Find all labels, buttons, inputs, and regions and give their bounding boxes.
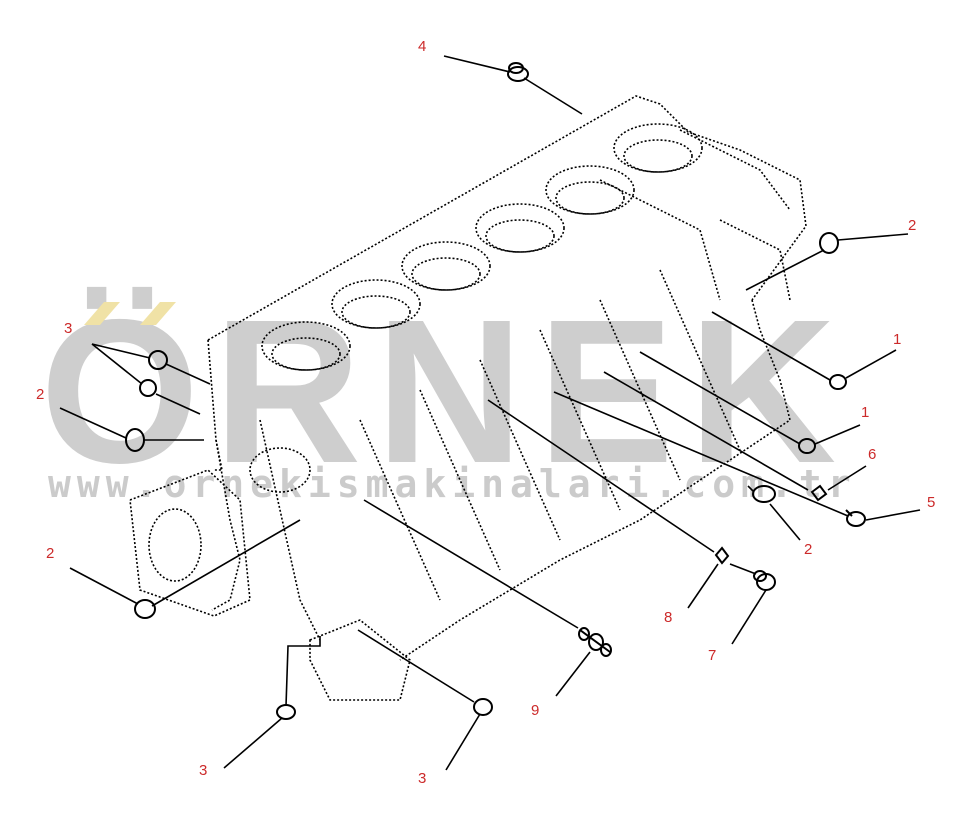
plug-2-bottom-left — [134, 599, 156, 619]
washer-6 — [810, 484, 828, 502]
callout-2-bottom-left: 2 — [46, 545, 54, 562]
callout-2-right: 2 — [908, 217, 916, 234]
parts — [125, 62, 866, 720]
callout-3-bottom-right: 3 — [418, 770, 426, 787]
engine-block-drawing — [129, 95, 807, 701]
bolt-5 — [845, 509, 866, 527]
plug-1-lower — [798, 438, 816, 454]
callout-7: 7 — [708, 647, 716, 664]
plug-7 — [753, 570, 776, 591]
callout-6: 6 — [868, 446, 876, 463]
callout-2-disc: 2 — [804, 541, 812, 558]
watermark: ÖRNEK www.ornekismakinalari.com.tr — [40, 277, 857, 506]
plug-2-right — [819, 232, 839, 254]
plug-3-left-lower — [139, 379, 157, 397]
watermark-umlaut-left — [84, 302, 120, 325]
plug-4 — [507, 62, 529, 82]
sensor-9 — [578, 627, 612, 657]
watermark-umlaut-right — [140, 302, 176, 325]
leader-lines — [59, 55, 921, 771]
callout-9: 9 — [531, 702, 539, 719]
washer-8 — [714, 546, 730, 565]
plug-2-disc — [752, 485, 776, 503]
callout-1-upper: 1 — [893, 331, 901, 348]
callout-2-left: 2 — [36, 386, 44, 403]
watermark-brand: ÖRNEK — [40, 277, 850, 506]
callouts: 4 2 1 1 6 5 2 8 7 9 3 3 2 3 2 — [36, 38, 935, 787]
callout-3-bottom-left: 3 — [199, 762, 207, 779]
callout-3-left: 3 — [64, 320, 72, 337]
plug-1-upper — [829, 374, 847, 390]
plug-3-bottom-left — [276, 704, 296, 720]
callout-4: 4 — [418, 38, 426, 55]
plug-3-left-upper — [148, 350, 168, 370]
watermark-url: www.ornekismakinalari.com.tr — [48, 462, 857, 506]
callout-5: 5 — [927, 494, 935, 511]
callout-1-lower: 1 — [861, 404, 869, 421]
callout-8: 8 — [664, 609, 672, 626]
plug-3-bottom-right — [473, 698, 493, 716]
